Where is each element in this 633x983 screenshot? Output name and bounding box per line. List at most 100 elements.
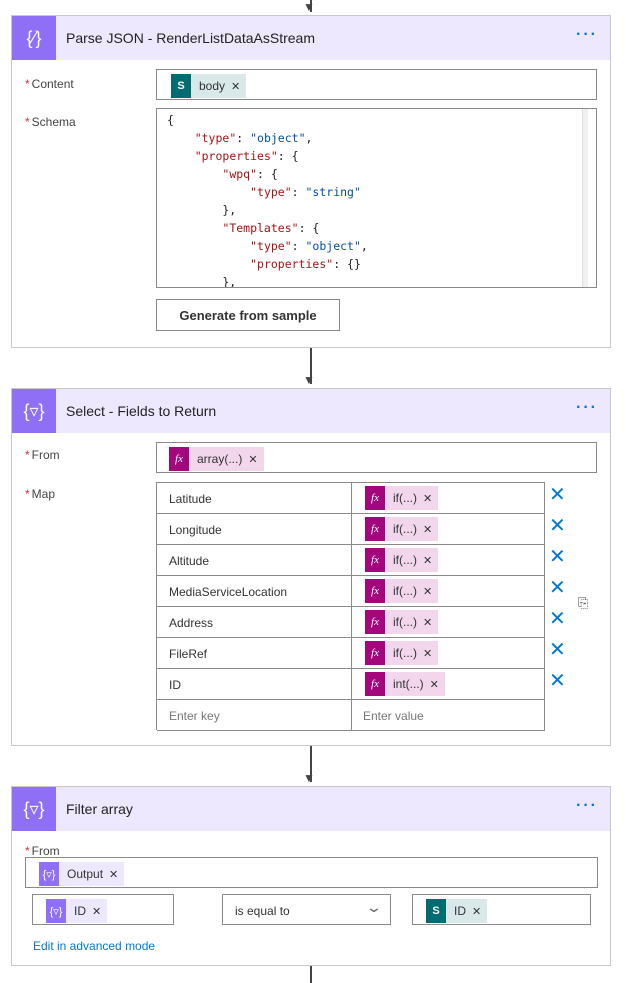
data-operation-icon: {▿} [46, 899, 66, 923]
code-token: : [291, 239, 306, 253]
code-token: , [305, 131, 313, 145]
code-token [167, 257, 250, 271]
map-key[interactable]: Altitude [169, 554, 210, 568]
arrow-head-icon: ▼ [303, 771, 315, 785]
remove-token-icon[interactable]: ✕ [423, 616, 433, 629]
parse-json-icon: {∕} [12, 16, 56, 60]
condition-left-input[interactable]: {▿}ID✕ [32, 894, 174, 925]
key-input[interactable]: Enter key [169, 709, 220, 723]
fx-icon: fx [365, 548, 385, 572]
divider [351, 669, 352, 700]
delete-row-icon[interactable]: ✕ [549, 670, 566, 692]
from-input[interactable]: {▿}Output✕ [25, 857, 598, 888]
fx-icon: fx [365, 517, 385, 541]
arrow-head-icon: ▼ [303, 373, 315, 387]
code-line: "wpq": { [167, 165, 368, 183]
remove-token-icon[interactable]: ✕ [423, 554, 433, 567]
remove-token-icon[interactable]: ✕ [423, 492, 433, 505]
divider [351, 607, 352, 638]
remove-token-icon[interactable]: ✕ [423, 585, 433, 598]
code-token: "string" [305, 185, 361, 199]
data-operation-icon: {▿} [12, 787, 56, 831]
card-title: Filter array [66, 801, 133, 817]
remove-token-icon[interactable]: ✕ [92, 905, 102, 918]
delete-row-icon[interactable]: ✕ [549, 608, 566, 630]
id-token[interactable]: {▿}ID✕ [46, 899, 108, 923]
code-token: : [236, 131, 251, 145]
code-token [167, 185, 250, 199]
card-title: Parse JSON - RenderListDataAsStream [66, 30, 315, 46]
remove-token-icon[interactable]: ✕ [231, 80, 241, 93]
map-key[interactable]: Longitude [169, 523, 222, 537]
remove-token-icon[interactable]: ✕ [472, 905, 482, 918]
fx-icon: fx [169, 447, 189, 471]
more-options-button[interactable]: ··· [576, 399, 598, 416]
delete-row-icon[interactable]: ✕ [549, 484, 566, 506]
divider [351, 483, 352, 514]
code-token: "type" [250, 239, 292, 253]
switch-to-text-mode-icon[interactable]: ⎘ [578, 595, 589, 610]
fx-icon: fx [365, 610, 385, 634]
code-token: : { [298, 221, 320, 235]
remove-token-icon[interactable]: ✕ [109, 868, 119, 881]
code-token: "type" [194, 131, 237, 145]
delete-row-icon[interactable]: ✕ [549, 639, 566, 661]
select-card: {▿} Select - Fields to Return ··· *From … [11, 388, 611, 746]
code-token [167, 221, 222, 235]
code-token [167, 239, 250, 253]
from-label: *From [25, 844, 60, 858]
code-token: "Templates" [222, 221, 299, 235]
generate-from-sample-button[interactable]: Generate from sample [156, 299, 340, 331]
remove-token-icon[interactable]: ✕ [423, 647, 433, 660]
connector-arrow [310, 348, 312, 384]
delete-row-icon[interactable]: ✕ [549, 515, 566, 537]
map-key[interactable]: ID [169, 678, 181, 692]
card-title: Select - Fields to Return [66, 403, 217, 419]
map-key[interactable]: FileRef [169, 647, 208, 661]
code-line: "Templates": { [167, 219, 368, 237]
operator-value: is equal to [235, 904, 290, 918]
more-options-button[interactable]: ··· [576, 26, 598, 43]
delete-row-icon[interactable]: ✕ [549, 577, 566, 599]
card-header[interactable]: {∕} Parse JSON - RenderListDataAsStream … [12, 16, 610, 60]
map-label: *Map [25, 487, 56, 501]
remove-token-icon[interactable]: ✕ [248, 453, 258, 466]
more-options-button[interactable]: ··· [576, 797, 598, 814]
fx-icon: fx [365, 579, 385, 603]
schema-editor[interactable]: { "type": "object", "properties": { "wpq… [156, 108, 597, 288]
operator-dropdown[interactable]: is equal to ⌄ [222, 894, 391, 925]
code-token: : {} [333, 257, 361, 271]
map-key[interactable]: MediaServiceLocation [169, 585, 288, 599]
output-token[interactable]: {▿}Output✕ [39, 862, 125, 886]
remove-token-icon[interactable]: ✕ [423, 523, 433, 536]
map-key[interactable]: Latitude [169, 492, 212, 506]
map-key[interactable]: Address [169, 616, 214, 630]
code-token: "properties" [194, 149, 278, 163]
schema-code[interactable]: { "type": "object", "properties": { "wpq… [167, 111, 368, 287]
remove-token-icon[interactable]: ✕ [429, 678, 439, 691]
card-header[interactable]: {▿} Filter array ··· [12, 787, 610, 831]
scrollbar[interactable] [582, 109, 588, 287]
delete-row-icon[interactable]: ✕ [549, 546, 566, 568]
code-line: "type": "string" [167, 183, 368, 201]
code-token: { [167, 113, 174, 127]
edit-advanced-mode-link[interactable]: Edit in advanced mode [33, 939, 156, 953]
card-header[interactable]: {▿} Select - Fields to Return ··· [12, 389, 610, 433]
value-input[interactable]: Enter value [363, 709, 424, 723]
